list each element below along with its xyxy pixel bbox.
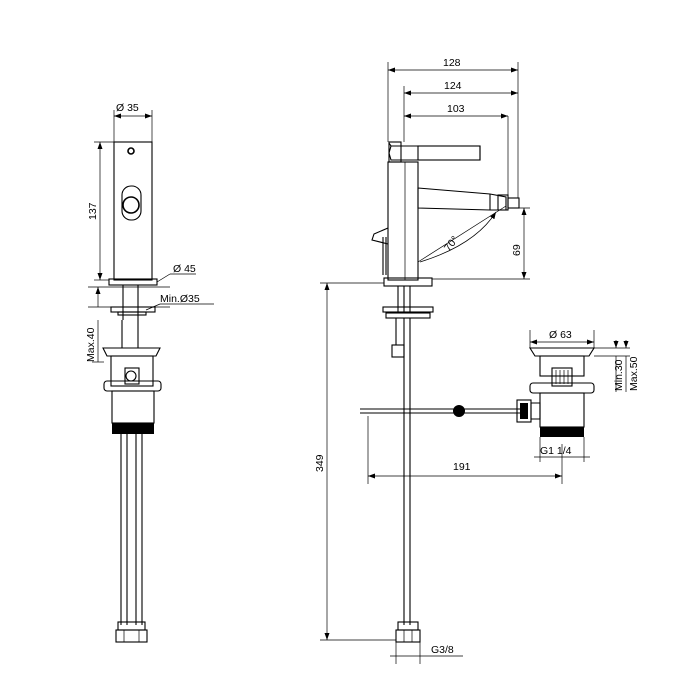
dim-hose-thread: G3/8 — [431, 644, 454, 656]
front-popup-lever — [371, 227, 389, 245]
dim-rod-length: 191 — [453, 461, 471, 473]
dim-front-width-mid: 124 — [444, 80, 462, 92]
side-view: Ø 35 137 Ø 45 Min.Ø35 Max.40 — [85, 102, 214, 643]
side-washer — [110, 306, 156, 313]
dim-side-base-diameter: Ø 45 — [173, 263, 196, 275]
side-drain-thread — [112, 423, 154, 434]
dim-front-width-total: 128 — [443, 57, 461, 69]
front-rod-pivot — [453, 405, 465, 417]
front-nozzle — [507, 197, 520, 209]
dim-side-diameter: Ø 35 — [116, 102, 139, 114]
dim-drain-min: Min.30 — [613, 359, 625, 391]
front-body — [387, 161, 419, 281]
dim-side-max-thickness: Max.40 — [85, 327, 97, 362]
side-hose-nut — [115, 629, 148, 643]
side-handle-dot — [127, 147, 135, 155]
front-base — [383, 277, 433, 287]
front-drain-thread — [540, 427, 584, 437]
dim-side-height: 137 — [87, 202, 99, 220]
front-rod-connector — [391, 344, 405, 358]
dim-drain-diameter: Ø 63 — [549, 329, 572, 341]
side-drain-flange — [102, 347, 161, 357]
dim-drain-thread: G1 1/4 — [540, 445, 572, 457]
front-drain-flange — [529, 347, 595, 357]
side-body — [113, 141, 153, 281]
side-lever-slot — [121, 185, 142, 221]
front-view: 128 124 103 70° 69 349 191 Ø 63 — [314, 57, 640, 664]
dim-side-hole-min: Min.Ø35 — [160, 293, 200, 305]
dim-front-angle: 70° — [442, 234, 461, 254]
front-hose-nut — [395, 629, 421, 643]
dim-front-total-height: 349 — [314, 454, 326, 472]
dim-front-spout-height: 69 — [511, 244, 523, 256]
dim-front-spout-reach: 103 — [447, 103, 465, 115]
side-lever-knob — [122, 196, 140, 214]
dim-drain-max: Max.50 — [628, 356, 640, 391]
front-spout — [417, 187, 507, 211]
